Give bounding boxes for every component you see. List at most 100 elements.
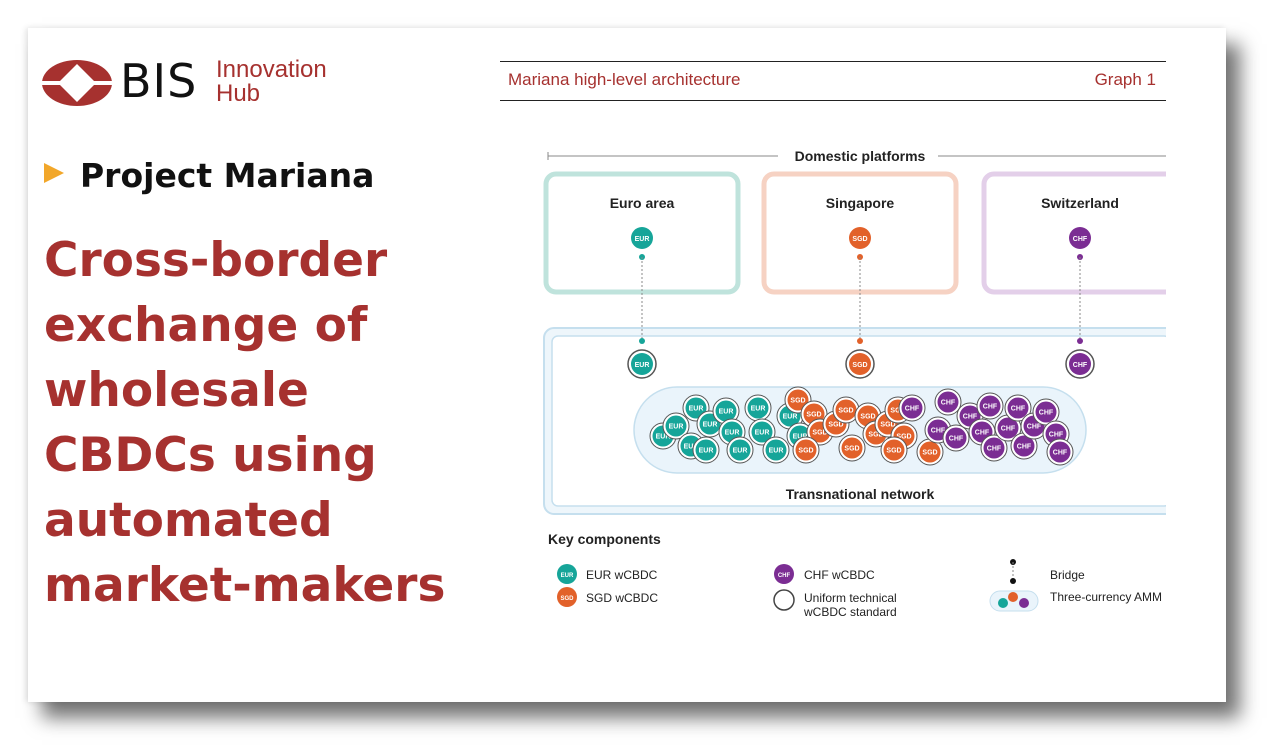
svg-text:CHF: CHF <box>1049 432 1064 439</box>
bis-logo-icon <box>42 60 114 106</box>
svg-text:CHF: CHF <box>963 414 978 421</box>
amm-eur-token: EUR <box>744 394 772 422</box>
headline-line: automated <box>44 493 333 548</box>
amm-eur-token: EUR <box>662 412 690 440</box>
architecture-diagram: Domestic platforms Euro area EUR Singapo… <box>543 148 1166 619</box>
svg-text:SGD: SGD <box>922 450 937 457</box>
network-label: Transnational network <box>786 486 935 502</box>
project-name: Project Mariana <box>80 156 375 195</box>
eur-token-icon <box>631 227 653 249</box>
svg-text:CHF: CHF <box>975 430 990 437</box>
triangle-bullet-icon <box>44 163 64 183</box>
platform-switzerland: Switzerland CHF <box>981 171 1166 295</box>
bridge-icon <box>1010 559 1016 584</box>
svg-text:SGD: SGD <box>828 422 843 429</box>
amm-eur-token: EUR <box>748 418 776 446</box>
amm-chf-token: CHF <box>1010 432 1038 460</box>
svg-text:EUR: EUR <box>733 448 748 455</box>
svg-text:EUR: EUR <box>689 406 704 413</box>
svg-text:EUR: EUR <box>699 448 714 455</box>
key-amm: Three-currency AMM <box>989 590 1162 612</box>
amm-sgd-token: SGD <box>916 438 944 466</box>
svg-text:CHF: CHF <box>1073 362 1088 369</box>
key-label: SGD wCBDC <box>586 591 658 605</box>
svg-text:SGD: SGD <box>852 362 867 369</box>
key-bridge: Bridge <box>1010 559 1085 584</box>
amm-sgd-token: SGD <box>838 434 866 462</box>
svg-text:EUR: EUR <box>719 409 734 416</box>
amm-chf-token: CHF <box>994 414 1022 442</box>
svg-text:CHF: CHF <box>931 428 946 435</box>
amm-sgd-token: SGD <box>880 436 908 464</box>
amm-eur-token: EUR <box>712 397 740 425</box>
amm-token-cluster: EUREUREUREUREUREUREUREUREUREUREUREUREURE… <box>649 386 1074 466</box>
svg-text:CHF: CHF <box>1001 426 1016 433</box>
network-sgd-token: SGD <box>845 349 875 379</box>
amm-chf-token: CHF <box>1032 398 1060 426</box>
amm-chf-token: CHF <box>898 394 926 422</box>
amm-chf-token: CHF <box>1046 438 1074 466</box>
svg-text:CHF: CHF <box>1053 450 1068 457</box>
headline: Cross-border exchange of wholesale CBDCs… <box>44 228 464 618</box>
svg-text:CHF: CHF <box>949 436 964 443</box>
amm-chf-token: CHF <box>976 392 1004 420</box>
logo-bis-text: BIS <box>120 54 198 108</box>
svg-text:CHF: CHF <box>1017 444 1032 451</box>
key-label: Uniform technical <box>804 591 897 605</box>
key-label: Three-currency AMM <box>1050 590 1162 604</box>
key-label: wCBDC standard <box>803 605 897 619</box>
svg-text:CHF: CHF <box>1011 406 1026 413</box>
token-code: SGD <box>852 236 867 243</box>
eur-token-icon <box>557 564 577 584</box>
platform-singapore: Singapore SGD <box>761 171 959 295</box>
graph-title: Mariana high-level architecture <box>508 70 741 89</box>
svg-text:CHF: CHF <box>1039 410 1054 417</box>
sgd-token-icon <box>849 227 871 249</box>
amm-eur-token: EUR <box>692 436 720 464</box>
svg-text:EUR: EUR <box>656 434 671 441</box>
amm-sgd-token: SGD <box>792 436 820 464</box>
key-label: EUR wCBDC <box>586 568 658 582</box>
graph-header: Mariana high-level architecture Graph 1 <box>500 61 1166 101</box>
svg-text:SGD: SGD <box>868 432 883 439</box>
svg-text:EUR: EUR <box>684 444 699 451</box>
amm-sgd-token: SGD <box>832 396 860 424</box>
amm-icon <box>989 590 1039 612</box>
svg-text:EUR: EUR <box>755 430 770 437</box>
amm-chf-token: CHF <box>934 388 962 416</box>
svg-text:CHF: CHF <box>905 406 920 413</box>
network-chf-token: CHF <box>1065 349 1095 379</box>
svg-text:EUR: EUR <box>769 448 784 455</box>
amm-eur-token: EUR <box>762 436 790 464</box>
amm-chf-token: CHF <box>1004 394 1032 422</box>
svg-text:SGD: SGD <box>844 446 859 453</box>
platform-name: Switzerland <box>1041 195 1119 211</box>
amm-chf-token: CHF <box>1042 420 1070 448</box>
key-chf: CHF CHF wCBDC <box>774 564 875 584</box>
headline-line: wholesale <box>44 363 309 418</box>
graph-number: Graph 1 <box>1094 70 1156 89</box>
sgd-token-icon <box>557 587 577 607</box>
svg-text:EUR: EUR <box>793 434 808 441</box>
headline-line: exchange of <box>44 298 368 353</box>
svg-text:CHF: CHF <box>941 400 956 407</box>
amm-chf-token: CHF <box>980 434 1008 462</box>
network-eur-token: EUR <box>627 349 657 379</box>
key-label: Bridge <box>1050 568 1085 582</box>
headline-line: CBDCs using <box>44 428 377 483</box>
key-sgd: SGD SGD wCBDC <box>557 587 658 607</box>
token-code: CHF <box>1073 236 1088 243</box>
svg-text:SGD: SGD <box>896 434 911 441</box>
key-title: Key components <box>548 531 661 547</box>
svg-text:SGD: SGD <box>880 422 895 429</box>
platform-name: Euro area <box>610 195 675 211</box>
svg-text:EUR: EUR <box>669 424 684 431</box>
platform-name: Singapore <box>826 195 895 211</box>
svg-text:EUR: EUR <box>703 422 718 429</box>
svg-text:SGD: SGD <box>838 408 853 415</box>
svg-text:CHF: CHF <box>987 446 1002 453</box>
headline-line: Cross-border <box>44 233 388 288</box>
bridge-eur <box>639 254 645 344</box>
svg-text:SGD: SGD <box>560 596 574 602</box>
svg-text:SGD: SGD <box>890 408 905 415</box>
